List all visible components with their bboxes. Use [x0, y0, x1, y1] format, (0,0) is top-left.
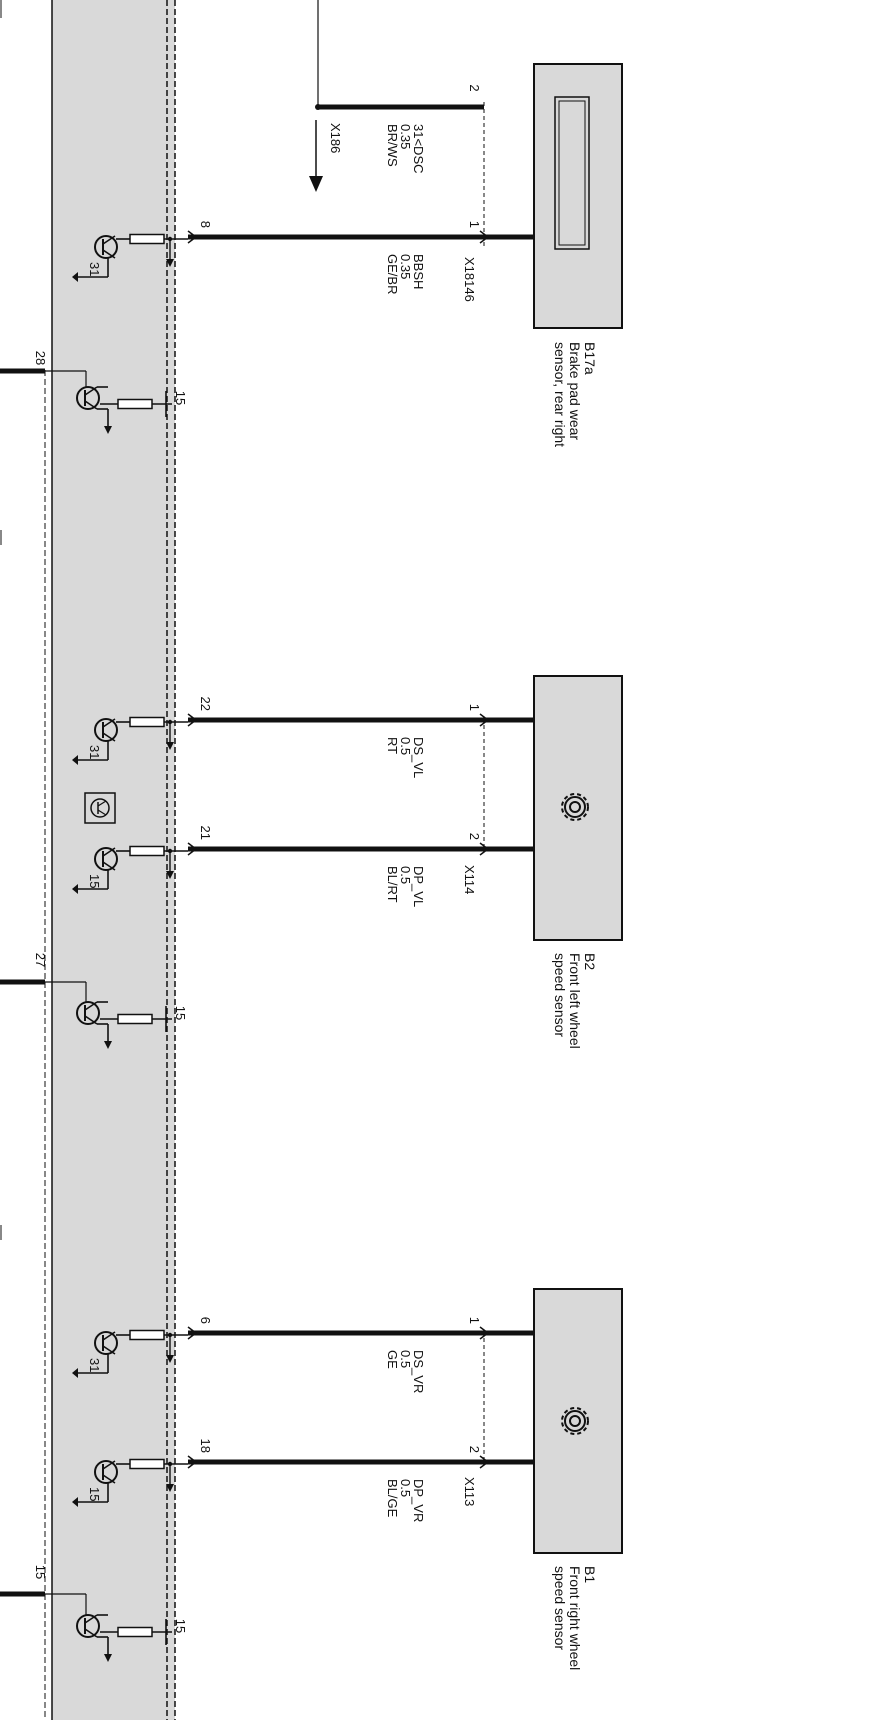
sensor-b17a-designation: B17a: [582, 342, 598, 375]
sensor-b1-name-1: Front right wheel: [567, 1566, 583, 1670]
sensor-b17a-name-2: sensor, rear right: [552, 342, 568, 447]
shield-symbol-icon: [84, 792, 116, 824]
external-pin-28: 28 15: [0, 351, 188, 434]
sensor-pin-label: 1: [467, 221, 482, 228]
connector-mark: [187, 1455, 198, 1469]
reference-pin: 2: [467, 84, 482, 91]
sensor-pin-label: 1: [467, 1317, 482, 1324]
connector-mark: [479, 713, 490, 727]
connector-mark: [479, 1326, 490, 1340]
brake-pad-sensor-icon: [554, 96, 590, 250]
wire-6: 6 1DS_VR0.5GE 31: [72, 1317, 534, 1393]
sensor-pin-label: 2: [467, 833, 482, 840]
resistor-icon: [129, 845, 165, 857]
resistor-icon: [129, 1329, 165, 1341]
resistor-icon: [129, 716, 165, 728]
resistor-icon: [129, 233, 165, 245]
sensor-b17a-connector: X18146: [462, 257, 477, 302]
sensor-b2-connector: X114: [462, 865, 477, 894]
connector-mark: [479, 842, 490, 856]
driver-supply-label: 31: [87, 262, 102, 276]
sensor-b1-connector: X113: [462, 1477, 477, 1506]
output-stage: 31: [72, 716, 188, 765]
input-stage-27: 15: [43, 981, 188, 1049]
sensor-b1-box: [533, 1288, 623, 1554]
wire-label-line: 0.5: [398, 1350, 413, 1368]
connector-mark: [187, 713, 198, 727]
output-stage: 31: [72, 1329, 188, 1378]
driver-supply-label: 15: [87, 874, 102, 888]
wire-label-line: DP_VR: [411, 1479, 426, 1522]
output-stage: 15: [72, 1458, 188, 1507]
input-stage-15-supply: 15: [173, 1619, 188, 1633]
external-pin-15: 15 15: [0, 1565, 188, 1662]
sensor-b17a-box: [533, 63, 623, 329]
wire-18: 18 2DP_VR0.5BL/GE 15: [72, 1439, 534, 1522]
sensor-b1-name-2: speed sensor: [552, 1566, 568, 1650]
wire-label-line: DS_VL: [411, 737, 426, 778]
sensor-b17a-name-1: Brake pad wear: [567, 342, 583, 440]
sensor-b2-name-2: speed sensor: [552, 953, 568, 1037]
reference-line-1: 31<DSC: [411, 124, 426, 174]
sensor-b2-box: [533, 675, 623, 941]
wire-21: 21 2DP_VL0.5BL/RT 15: [72, 826, 534, 907]
resistor-icon: [129, 1458, 165, 1470]
reference-line-2: 0.35: [398, 124, 413, 149]
module-pin-label: 8: [198, 221, 213, 228]
external-pin-27: 27 15: [0, 953, 188, 1049]
wire-label-line: BL/RT: [385, 866, 400, 903]
module-pin-label: 22: [198, 697, 213, 711]
wire-label-line: GE/BR: [385, 254, 400, 294]
connector-mark: [187, 1326, 198, 1340]
reference-connector: X186: [328, 123, 343, 153]
wire-22: 22 1DS_VL0.5RT 31: [72, 697, 534, 778]
module-pin-label: 6: [198, 1317, 213, 1324]
connector-mark: [479, 1455, 490, 1469]
reference-line-3: BR/WS: [385, 124, 400, 167]
input-stage-27-supply: 15: [173, 1006, 188, 1020]
input-stage-15: 15: [43, 1593, 188, 1662]
wire-label-line: 0.5: [398, 866, 413, 884]
external-pin-27-label: 27: [33, 953, 48, 967]
sensor-b1: B1 Front right wheel speed sensor X113: [462, 1288, 623, 1670]
input-stage-28-supply: 15: [173, 391, 188, 405]
driver-supply-label: 31: [87, 745, 102, 759]
external-pin-15-label: 15: [33, 1565, 48, 1579]
reference-wire: X186 31<DSC 0.35 BR/WS 2: [309, 0, 484, 192]
control-module-body: [52, 0, 175, 1720]
module-pin-label: 21: [198, 826, 213, 840]
sensor-b2-name-1: Front left wheel: [567, 953, 583, 1049]
driver-supply-label: 31: [87, 1358, 102, 1372]
external-pin-28-label: 28: [33, 351, 48, 365]
connector-mark: [187, 230, 198, 244]
wire-label-line: BBSH: [411, 254, 426, 289]
driver-supply-label: 15: [87, 1487, 102, 1501]
reference-arrowhead-icon: [309, 176, 323, 192]
wire-label-line: BL/GE: [385, 1479, 400, 1518]
wire-label-line: 0.5: [398, 1479, 413, 1497]
sensor-b1-designation: B1: [582, 1566, 598, 1583]
wire-label-line: DP_VL: [411, 866, 426, 907]
input-stage-28: 15: [43, 370, 188, 434]
output-stage: 15: [72, 845, 188, 894]
sensor-b2: B2 Front left wheel speed sensor X114: [462, 675, 623, 1049]
wire-label-line: GE: [385, 1350, 400, 1369]
wire-label-line: DS_VR: [411, 1350, 426, 1393]
sensor-b17a: B17a Brake pad wear sensor, rear right X…: [462, 63, 623, 447]
wire-label-line: RT: [385, 737, 400, 754]
module-pin-label: 18: [198, 1439, 213, 1453]
control-module: [44, 0, 176, 1720]
connector-mark: [187, 842, 198, 856]
wire-label-line: 0.35: [398, 254, 413, 279]
output-stage: 31: [72, 233, 188, 282]
wire-label-line: 0.5: [398, 737, 413, 755]
sensor-pin-label: 2: [467, 1446, 482, 1453]
sensor-b2-designation: B2: [582, 953, 598, 970]
connector-mark: [479, 230, 490, 244]
sensor-pin-label: 1: [467, 704, 482, 711]
